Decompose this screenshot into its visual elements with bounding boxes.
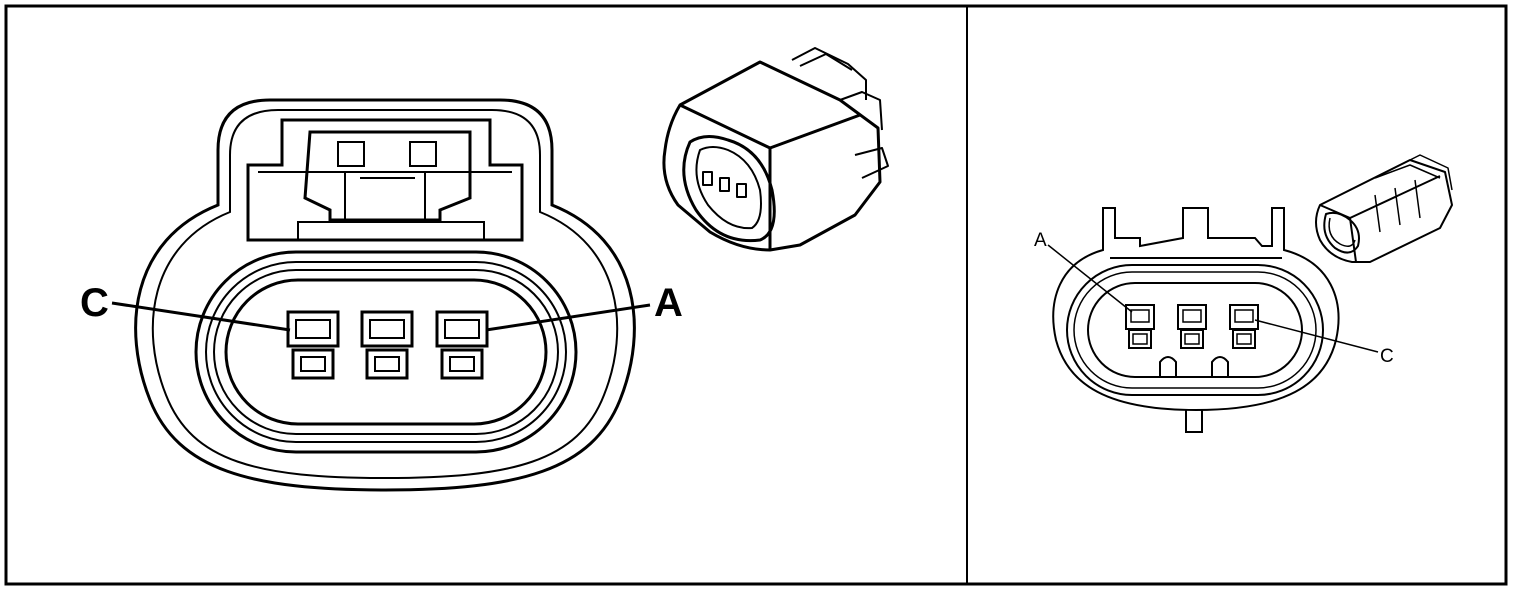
leader-line-a-left bbox=[485, 303, 651, 332]
left-connector-iso bbox=[662, 47, 889, 252]
right-connector-iso bbox=[1315, 154, 1453, 263]
pin-label-c-right: C bbox=[1380, 346, 1394, 367]
leader-line-c-left bbox=[111, 301, 291, 332]
pin-label-a-right: A bbox=[1034, 230, 1047, 251]
left-connector-face bbox=[134, 98, 636, 492]
right-connector-face bbox=[1052, 207, 1340, 433]
diagram-border bbox=[4, 4, 1508, 586]
pin-label-a-left: A bbox=[654, 281, 683, 325]
leader-line-a-right bbox=[1047, 244, 1133, 313]
pin-label-c-left: C bbox=[80, 281, 109, 325]
leader-line-c-right bbox=[1254, 319, 1379, 353]
